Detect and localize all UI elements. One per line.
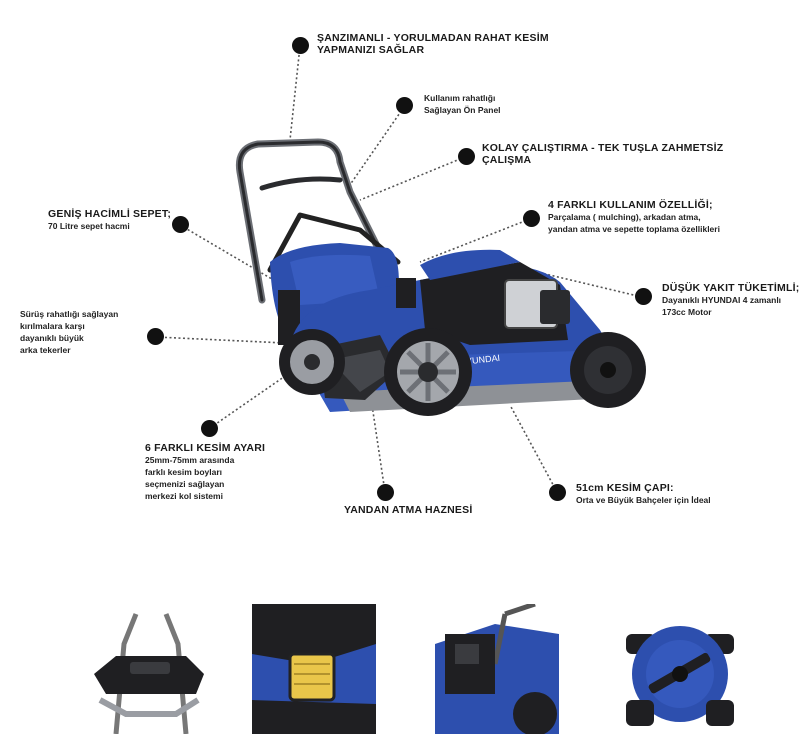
thumbnail-starter [435,604,559,734]
callout-dot-yandan [377,484,394,501]
callout-kesim-ayari: 6 FARKLI KESİM AYARI 25mm-75mm arasında … [145,442,266,501]
callout-sanzimanli: ŞANZIMANLI - YORULMADAN RAHAT KESİM YAPM… [317,32,549,56]
thumbnail-underside [618,604,742,734]
leader-kullanim [419,218,531,263]
callout-kesim-capi: 51cm KESİM ÇAPI: Orta ve Büyük Bahçeler … [576,482,711,505]
leader-kolay [359,156,466,201]
callout-kolay-calistirma: KOLAY ÇALIŞTIRMA - TEK TUŞLA ZAHMETSİZ Ç… [482,142,724,166]
leader-on-panel [344,106,405,193]
rear-wheel [279,329,345,395]
leader-kesim-capi [509,404,558,493]
callout-dot-kullanim [523,210,540,227]
callout-dot-kesim-ayari [201,420,218,437]
callout-on-panel: Kullanım rahatlığı Sağlayan Ön Panel [424,93,501,115]
leader-sepet [179,224,283,286]
callout-dot-teker [147,328,164,345]
callout-dot-on-panel [396,97,413,114]
callout-kullanim-ozelligi: 4 FARKLI KULLANIM ÖZELLİĞİ; Parçalama ( … [548,199,720,234]
right-wheel [570,332,646,408]
callout-yandan-atma: YANDAN ATMA HAZNESİ [344,504,473,516]
callout-yakit: DÜŞÜK YAKIT TÜKETİMLİ; Dayanıklı HYUNDAI… [662,282,800,317]
callout-dot-kolay [458,148,475,165]
leader-teker [155,336,286,344]
thumbnail-engine-filter [252,604,376,734]
callout-genis-sepet: GENİŞ HACİMLİ SEPET; 70 Litre sepet hacm… [48,208,172,231]
callout-dot-sanzimanli [292,37,309,54]
front-wheel [384,328,472,416]
callout-dot-sepet [172,216,189,233]
callout-dot-kesim-capi [549,484,566,501]
callout-arka-teker: Sürüş rahatlığı sağlayan kırılmalara kar… [20,309,119,355]
callout-dot-yakit [635,288,652,305]
mower-handle-bar [259,176,343,191]
thumbnail-handle-panel [86,604,210,734]
leader-yandan [371,404,386,493]
